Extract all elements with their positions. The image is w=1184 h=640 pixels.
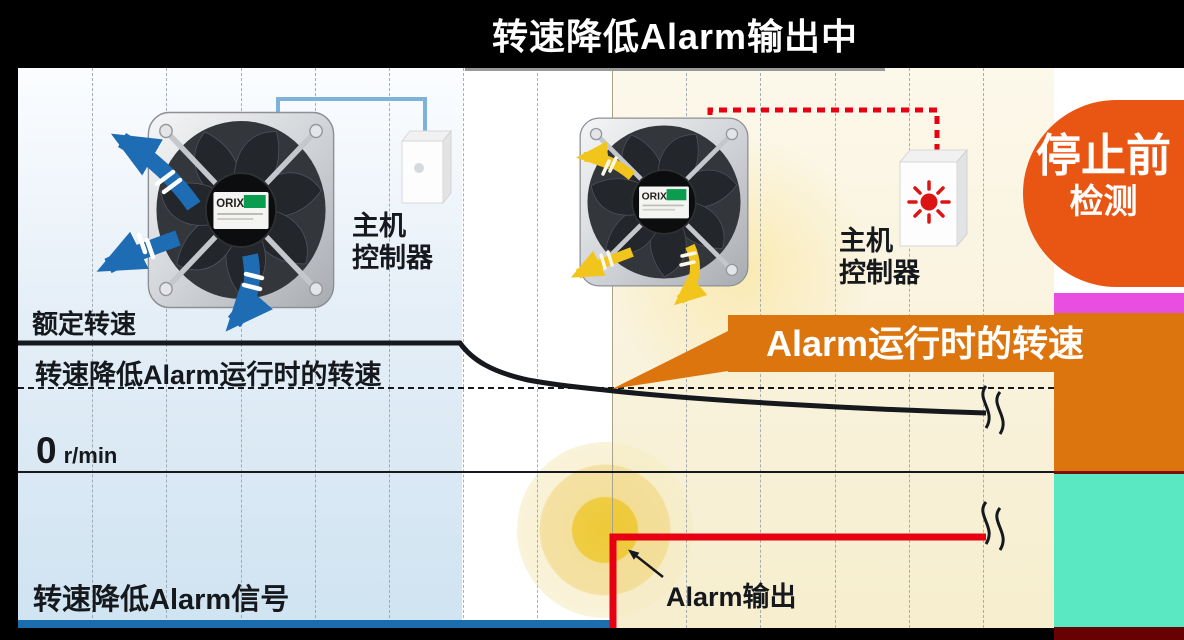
zero-value: 0 <box>36 430 57 471</box>
controller-label-line1: 主机 <box>352 211 406 241</box>
alarm-threshold-label: 转速降低Alarm运行时的转速 <box>35 360 382 390</box>
magenta-strip <box>1054 293 1184 313</box>
host-controller-label-left: 主机 控制器 <box>352 210 433 274</box>
gridline <box>537 68 538 628</box>
host-controller-label-right: 主机 控制器 <box>839 225 920 289</box>
gridline <box>389 68 390 628</box>
fan-normal <box>146 110 336 310</box>
zero-speed-line <box>18 471 1054 473</box>
zero-speed-label: 0 r/min <box>36 430 117 472</box>
alarm-speed-callout: Alarm运行时的转速 <box>728 315 1184 372</box>
zero-unit: r/min <box>63 443 118 468</box>
alarm-signal-label: 转速降低Alarm信号 <box>33 584 290 616</box>
gridline <box>92 68 93 628</box>
teal-block <box>1054 474 1184 627</box>
controller-label-line2: 控制器 <box>352 243 433 273</box>
dark-red-strip <box>1054 627 1184 640</box>
badge-line1: 停止前 <box>1035 130 1171 181</box>
title-banner: 转速降低Alarm输出中 <box>465 0 885 71</box>
alarm-output-label: Alarm输出 <box>666 582 797 612</box>
controller-label-line2: 控制器 <box>839 258 920 288</box>
rated-speed-label: 额定转速 <box>32 309 137 339</box>
detect-before-stop-badge: 停止前 检测 <box>1023 100 1184 287</box>
alarm-signal-low-level <box>18 620 613 628</box>
gridline <box>463 68 464 628</box>
fan-slowing <box>578 116 750 288</box>
controller-label-line1: 主机 <box>839 226 893 256</box>
zero-line-right <box>1054 471 1184 474</box>
badge-line2: 检测 <box>1069 183 1138 221</box>
page-title: 转速降低Alarm输出中 <box>491 16 859 57</box>
